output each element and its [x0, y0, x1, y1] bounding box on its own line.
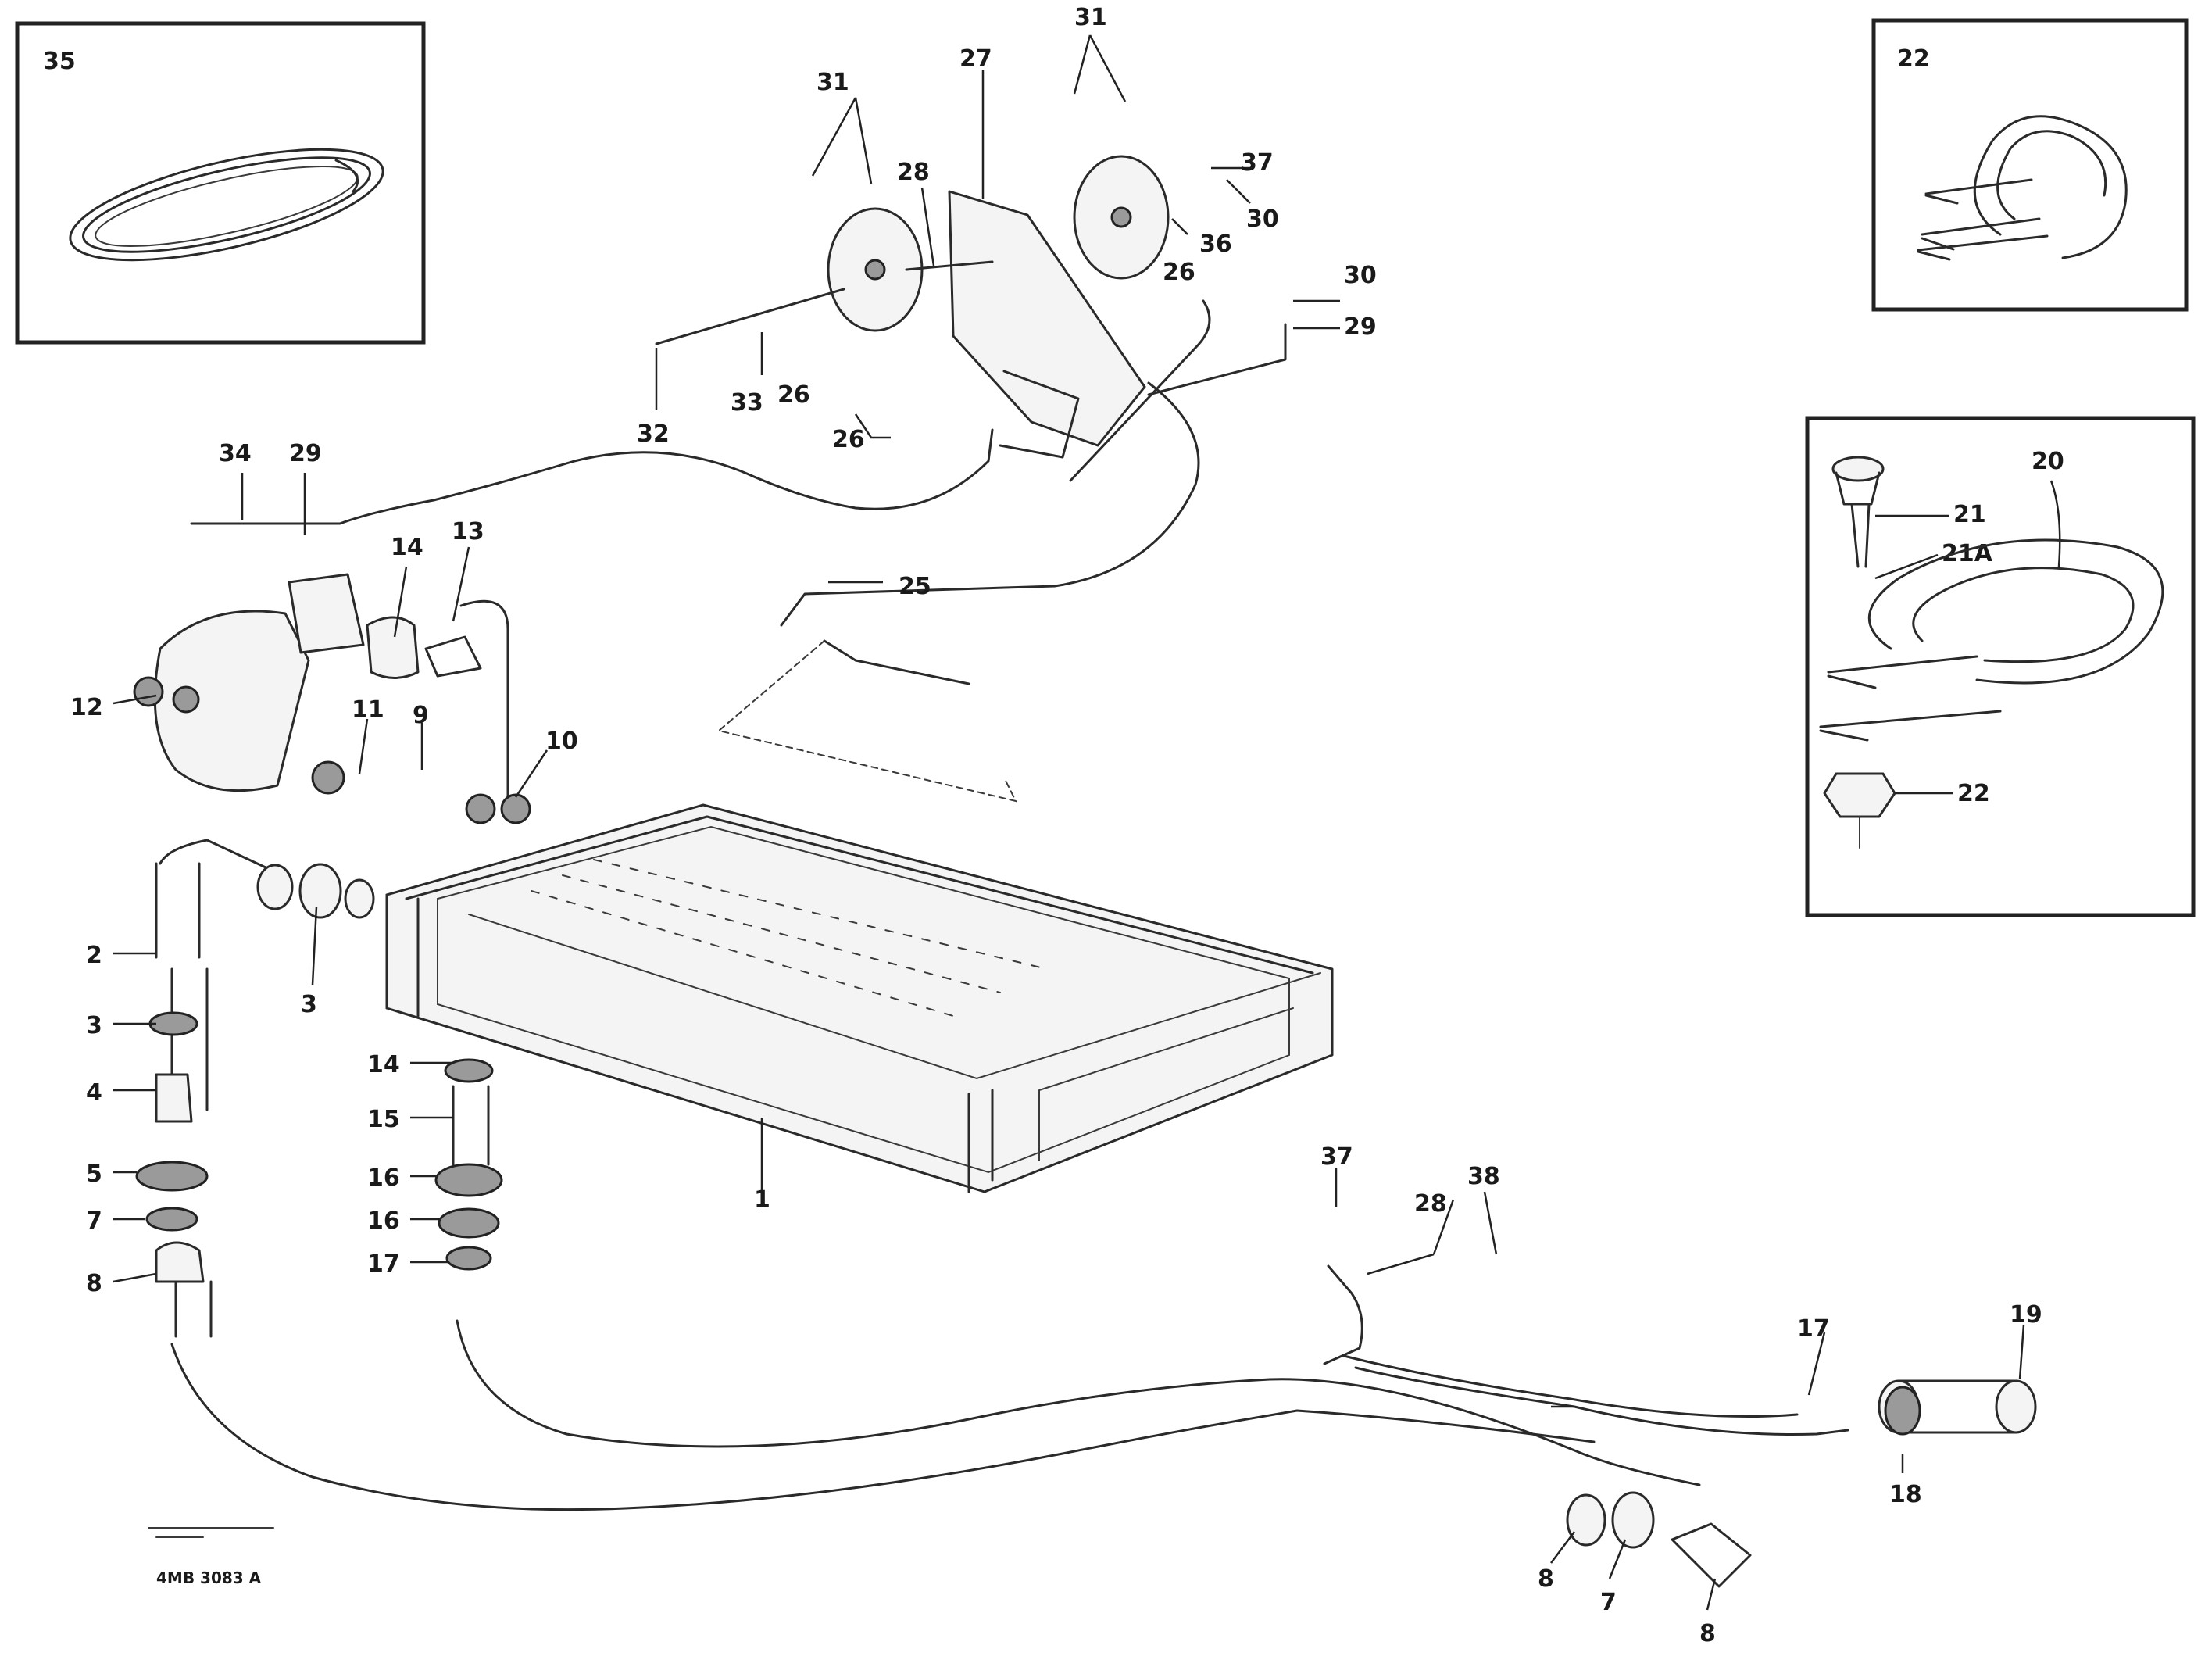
callout-16: 16: [367, 1164, 400, 1192]
callout-leaders: [113, 34, 2025, 1611]
clip-band-part: [1819, 538, 2164, 742]
callout-16-lower: 16: [367, 1207, 400, 1235]
callout-38: 38: [1467, 1163, 1500, 1190]
screw-label: 21: [1953, 501, 1986, 528]
callout-15: 15: [367, 1106, 400, 1133]
callout-32: 32: [637, 420, 670, 448]
callout-17-right: 17: [1797, 1315, 1830, 1343]
washer-label: 21A: [1942, 540, 1993, 567]
heater-core: [385, 803, 1334, 1193]
callout-labels: 31 27 31 28 37 30 36 26 30 29 33 26 32 2…: [70, 4, 2042, 1647]
callout-2: 2: [86, 942, 102, 969]
hoses: [155, 381, 1849, 1511]
drawing-reference: 4MB 3083 A: [148, 1527, 274, 1587]
callout-8: 8: [86, 1270, 102, 1297]
callout-29-right: 29: [1344, 313, 1377, 341]
callout-5: 5: [86, 1161, 102, 1188]
callout-19: 19: [2010, 1301, 2042, 1329]
callout-10: 10: [545, 728, 578, 755]
callout-8-bottom-right: 8: [1699, 1620, 1716, 1647]
callout-1: 1: [754, 1186, 770, 1214]
callout-9: 9: [413, 702, 429, 729]
callout-26-mid: 26: [777, 381, 810, 409]
callout-29-left: 29: [289, 440, 322, 467]
callout-4: 4: [86, 1079, 102, 1107]
callout-3: 3: [301, 991, 317, 1018]
callout-26-low: 26: [832, 426, 865, 453]
nut-part: [1823, 772, 1896, 849]
callout-25: 25: [899, 573, 931, 600]
callout-18: 18: [1889, 1481, 1922, 1508]
p-clamp-part: [1917, 115, 2128, 261]
callout-30-lower: 28: [1414, 1190, 1447, 1218]
callout-31-top: 31: [1074, 4, 1107, 31]
callout-17: 17: [367, 1250, 400, 1278]
blower-assembly: [133, 573, 531, 824]
callout-30-right: 30: [1344, 262, 1377, 289]
callout-33: 33: [731, 389, 763, 417]
callout-37: 37: [1241, 149, 1274, 177]
callout-12: 12: [70, 694, 103, 721]
inset-hose-clip: 20 21 21A 22: [1805, 416, 2196, 917]
callout-13: 13: [452, 518, 484, 545]
inset-belt-label: 35: [43, 48, 76, 75]
callout-26-top: 26: [1163, 259, 1195, 286]
callout-31: 31: [817, 69, 849, 96]
callout-30: 30: [1246, 206, 1279, 233]
nut-label: 22: [1957, 780, 1990, 807]
callout-14: 14: [391, 534, 423, 561]
callout-3-left: 3: [86, 1012, 102, 1039]
inset-belt: 35: [15, 21, 426, 345]
callout-8-bottom: 8: [1538, 1565, 1554, 1593]
callout-36: 36: [1199, 231, 1232, 258]
callout-7-bottom: 7: [1600, 1589, 1617, 1616]
drawing-code: 4MB 3083 A: [156, 1568, 262, 1587]
inset-clamp-label: 22: [1897, 45, 1930, 73]
inset-clamp: 22: [1871, 18, 2189, 312]
callout-27-top: 27: [959, 45, 992, 73]
callout-37-lower: 37: [1320, 1143, 1353, 1171]
callout-28-top: 28: [897, 159, 930, 186]
inset-clip-label: 20: [2032, 448, 2064, 475]
hose-fittings: [135, 863, 2037, 1588]
callout-34: 34: [219, 440, 252, 467]
screw-part: [1831, 456, 1885, 568]
callout-14-lower: 14: [367, 1051, 400, 1078]
callout-7: 7: [86, 1207, 102, 1235]
v-belt-part: [69, 148, 384, 262]
callout-11: 11: [352, 696, 384, 724]
pulley-bracket: [655, 155, 1287, 482]
